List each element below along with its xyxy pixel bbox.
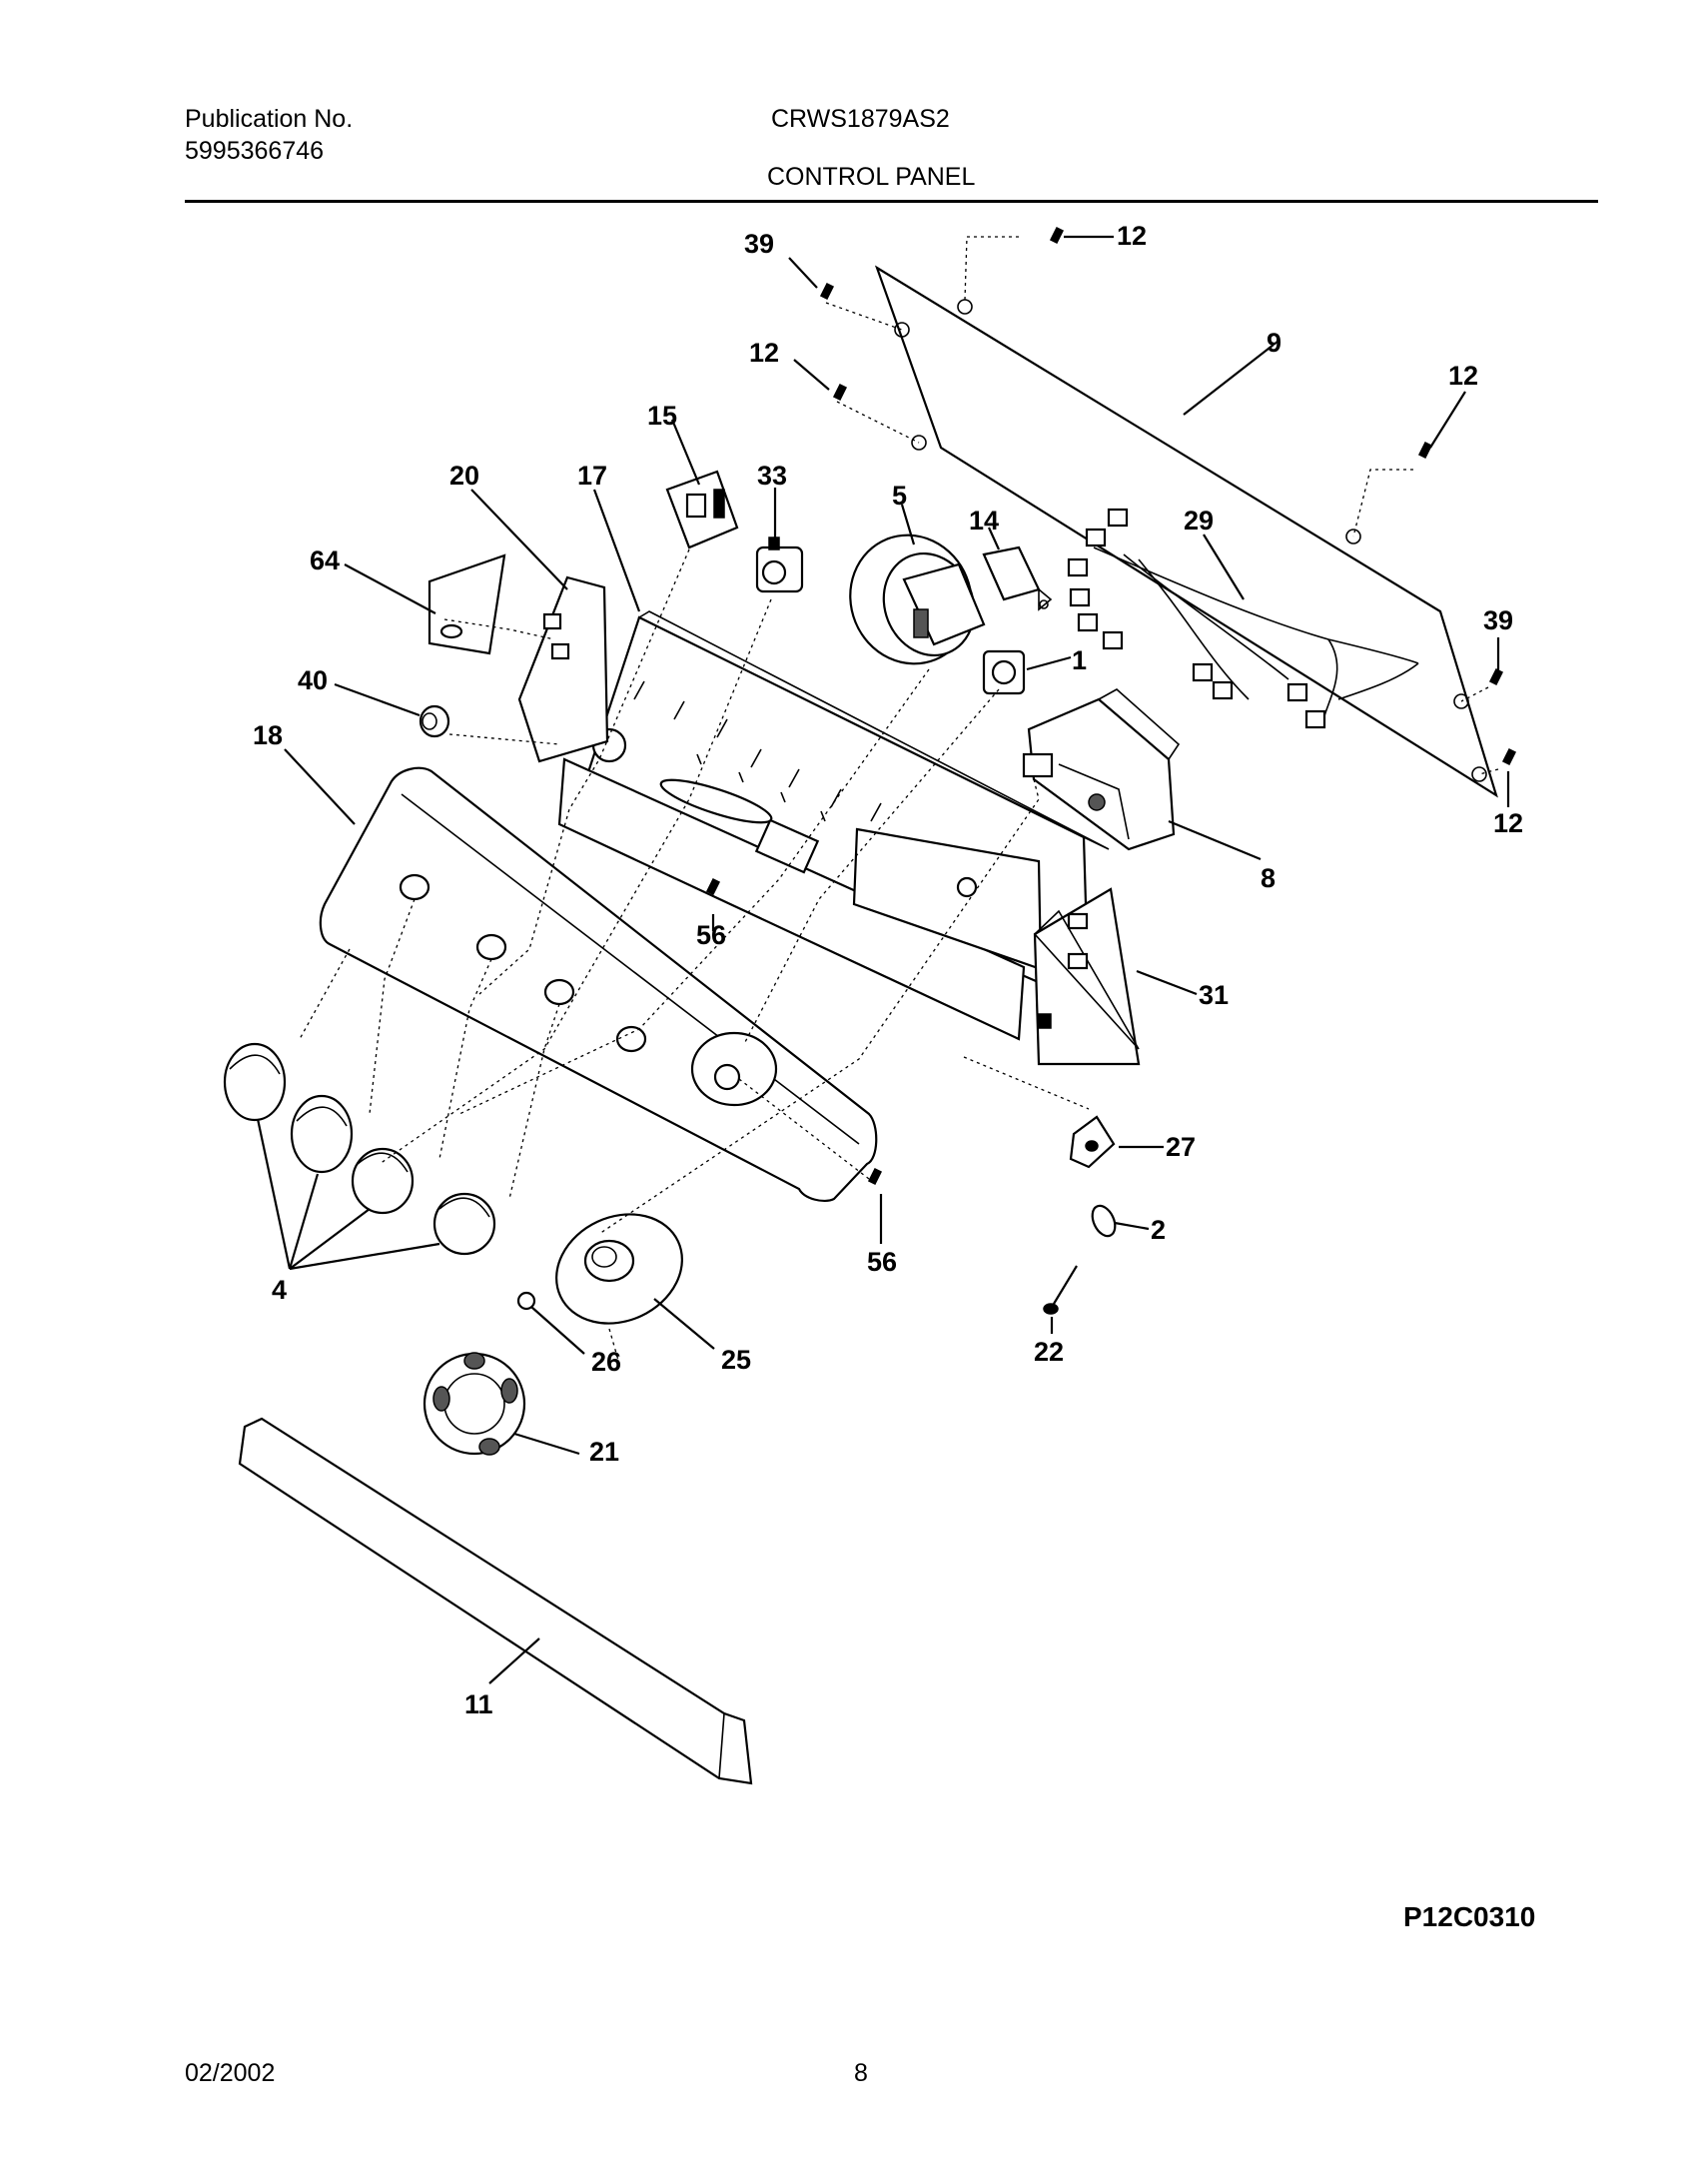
model-number: CRWS1879AS2 [771, 105, 950, 133]
left-end-cap [517, 575, 609, 763]
callout-label: 8 [1261, 863, 1276, 893]
page-number: 8 [854, 2059, 868, 2087]
control-panel-front [319, 766, 878, 1203]
section-title: CONTROL PANEL [767, 163, 976, 191]
spacer [1091, 1204, 1117, 1238]
callout-label: 20 [449, 461, 479, 491]
timer-knob [423, 1352, 526, 1456]
knob-skirt [555, 1213, 683, 1325]
screw-icons [705, 226, 1517, 1186]
callout-label: 25 [721, 1345, 751, 1375]
callout-labels: 39 12 12 9 12 29 39 12 15 33 5 14 1 20 1… [253, 221, 1523, 1719]
callout-label: 29 [1184, 506, 1214, 536]
timer [1022, 688, 1181, 851]
callout-label: 4 [272, 1275, 287, 1305]
publication-label: Publication No. [185, 105, 354, 133]
callout-label: 39 [1483, 605, 1513, 635]
knobs [223, 1042, 496, 1256]
mounting-bracket [1069, 1115, 1116, 1169]
plug [419, 704, 450, 738]
callout-label: 64 [310, 546, 340, 575]
mounting-screw [1043, 1265, 1078, 1315]
pressure-switch [849, 534, 986, 665]
callout-label: 27 [1166, 1132, 1196, 1162]
callout-label: 56 [867, 1247, 897, 1277]
footer-date: 02/2002 [185, 2059, 276, 2087]
callout-label: 33 [757, 461, 787, 491]
filter-component [982, 546, 1053, 611]
callout-label: 31 [1199, 980, 1229, 1010]
callout-label: 12 [1448, 361, 1478, 391]
callout-label: 1 [1072, 645, 1087, 675]
callout-label: 17 [577, 461, 607, 491]
leader-lines [256, 235, 1510, 1684]
callout-label: 12 [1493, 808, 1523, 838]
callout-label: 9 [1267, 328, 1281, 358]
callout-label: 14 [969, 506, 999, 536]
cover-plate [427, 553, 506, 655]
callout-label: 22 [1034, 1337, 1064, 1367]
callout-label: 40 [298, 665, 328, 695]
callout-label: 26 [591, 1347, 621, 1377]
callout-label: 12 [749, 338, 779, 368]
callout-label: 21 [589, 1437, 619, 1467]
callout-label: 5 [892, 481, 907, 511]
figure-code: P12C0310 [1403, 1901, 1536, 1932]
callout-label: 56 [696, 920, 726, 950]
washer-ring [516, 1291, 536, 1311]
trim-strip [238, 1417, 753, 1785]
rear-cover-panel [874, 265, 1498, 798]
callout-label: 18 [253, 720, 283, 750]
publication-number: 5995366746 [185, 137, 325, 165]
wire-harness [1067, 508, 1419, 729]
callout-label: 2 [1151, 1215, 1166, 1245]
callout-label: 39 [744, 229, 774, 259]
header-rule [185, 200, 1598, 203]
callout-label: 12 [1117, 221, 1147, 251]
selector-switch [755, 537, 804, 593]
callout-label: 15 [647, 401, 677, 431]
switch-block [982, 649, 1026, 695]
callout-label: 11 [464, 1689, 493, 1719]
right-end-cap [1033, 887, 1141, 1066]
switch [665, 470, 739, 549]
assembly-lines [299, 236, 1499, 1365]
